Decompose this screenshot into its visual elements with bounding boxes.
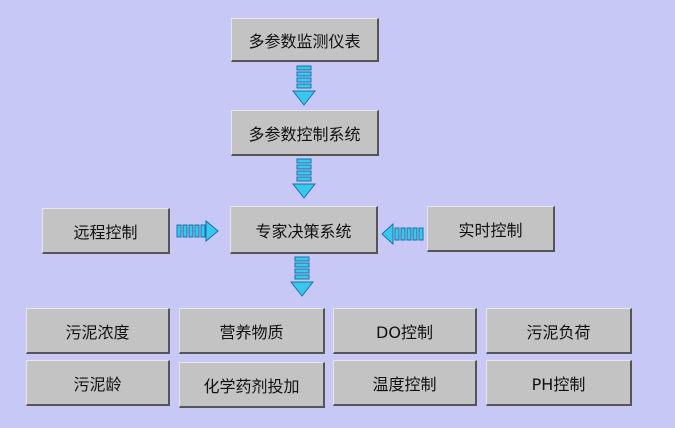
output-sludge-load: 污泥负荷 [486,308,632,354]
output-nutrients: 营养物质 [179,308,325,354]
output-do-control: DO控制 [333,308,477,354]
output-sludge-age: 污泥龄 [26,360,170,406]
arrow-left [381,222,424,246]
output-sludge-concentration: 污泥浓度 [26,308,170,354]
arrow-down-2 [291,158,317,199]
node-control: 多参数控制系统 [231,110,379,156]
output-chemical-dosing: 化学药剂投加 [179,362,325,408]
arrow-right [176,219,219,243]
output-temperature-control: 温度控制 [333,360,477,406]
output-ph-control: PH控制 [486,360,632,406]
arrow-down-1 [291,65,317,106]
node-realtime: 实时控制 [427,206,555,252]
node-expert: 专家决策系统 [230,206,378,254]
node-monitor: 多参数监测仪表 [231,18,379,62]
node-remote: 远程控制 [42,208,170,254]
arrow-down-3 [289,256,315,297]
